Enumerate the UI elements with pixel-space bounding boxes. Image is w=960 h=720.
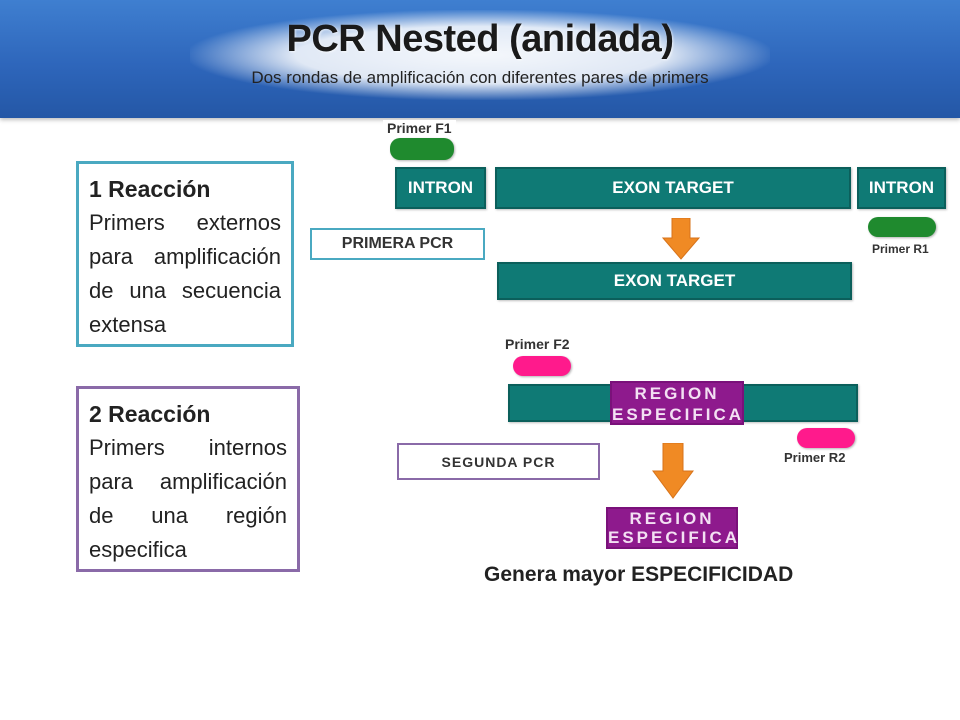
- primer-f2-pill: [513, 356, 571, 376]
- region-line-2: ESPECIFICA: [612, 405, 745, 424]
- reaction-2-body: Primers internos para amplificación de u…: [89, 435, 287, 562]
- primer-r1-label: Primer R1: [872, 242, 929, 256]
- exon-target-bar: EXON TARGET: [495, 167, 851, 209]
- reaction-1-card: 1 Reacción Primers externos para amplifi…: [76, 161, 294, 347]
- primer-f1-pill: [390, 138, 454, 160]
- intron-right-bar: INTRON: [857, 167, 946, 209]
- page-title: PCR Nested (anidada): [286, 18, 674, 60]
- page-subtitle: Dos rondas de amplificación con diferent…: [251, 68, 709, 87]
- reaction-2-heading: 2 Reacción: [89, 401, 211, 427]
- primer-r2-label: Primer R2: [784, 450, 846, 465]
- header-glow: [190, 10, 770, 100]
- segunda-pcr-box: SEGUNDA PCR: [397, 443, 600, 480]
- primer-f2-label: Primer F2: [505, 336, 570, 352]
- region-especifica-result: REGION ESPECIFICA: [606, 507, 738, 549]
- reaction-1-heading: 1 Reacción: [89, 176, 211, 202]
- primer-r2-pill: [797, 428, 855, 448]
- reaction-1-body: Primers externos para amplificación de u…: [89, 210, 281, 337]
- region-result-line-2: ESPECIFICA: [608, 528, 741, 547]
- primera-pcr-box: PRIMERA PCR: [310, 228, 485, 260]
- down-arrow-icon: [652, 443, 694, 499]
- intron-left-bar: INTRON: [395, 167, 486, 209]
- down-arrow-icon: [662, 218, 700, 260]
- region-especifica-block: REGION ESPECIFICA: [610, 381, 744, 425]
- conclusion-text: Genera mayor ESPECIFICIDAD: [484, 563, 794, 586]
- region-line-1: REGION: [634, 384, 720, 403]
- region-result-line-1: REGION: [629, 509, 715, 528]
- primer-r1-pill: [868, 217, 936, 237]
- exon-target-result-bar: EXON TARGET: [497, 262, 852, 300]
- header-banner: PCR Nested (anidada) Dos rondas de ampli…: [0, 0, 960, 118]
- reaction-2-card: 2 Reacción Primers internos para amplifi…: [76, 386, 300, 572]
- primer-f1-label: Primer F1: [383, 120, 456, 136]
